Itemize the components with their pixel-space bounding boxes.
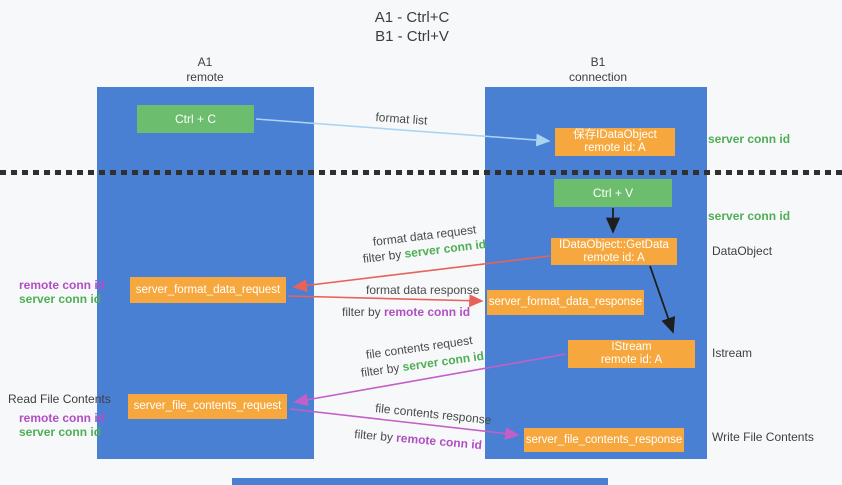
getdata-to-istream-arrow bbox=[649, 265, 676, 334]
conn-id-pair-2: remote conn id server conn id bbox=[19, 411, 105, 439]
bottom-bar bbox=[232, 478, 608, 485]
remote-conn-id-highlight: remote conn id bbox=[384, 305, 471, 319]
format-data-response-label: format data response bbox=[366, 283, 480, 297]
server-file-contents-response-box: server_file_contents_response bbox=[524, 428, 684, 452]
remote-conn-id-annotation-1: remote conn id bbox=[19, 278, 106, 292]
server-file-contents-request-box: server_file_contents_request bbox=[128, 394, 287, 419]
ctrl-v-box: Ctrl + V bbox=[554, 179, 672, 207]
istream-box: IStream remote id: A bbox=[568, 340, 695, 368]
server-conn-id-annotation-4: server conn id bbox=[19, 425, 102, 439]
filter-by-prefix: filter by bbox=[342, 305, 385, 319]
remote-conn-id-annotation-2: remote conn id bbox=[19, 411, 106, 425]
istream-line1: IStream bbox=[611, 341, 652, 353]
server-format-data-request-box: server_format_data_request bbox=[130, 277, 286, 303]
format-data-response-arrow bbox=[287, 294, 484, 308]
server-format-data-request-label: server_format_data_request bbox=[135, 283, 281, 296]
file-contents-request-arrow bbox=[293, 353, 567, 407]
column-header-b1: B1 connection bbox=[548, 55, 648, 85]
title-line-1: A1 - Ctrl+C bbox=[374, 9, 450, 26]
format-data-request-arrow bbox=[292, 255, 551, 292]
server-conn-id-annotation-3: server conn id bbox=[19, 292, 102, 306]
column-b1-subtitle: connection bbox=[568, 70, 628, 84]
save-dataobject-line1: 保存IDataObject bbox=[573, 129, 657, 141]
ctrl-c-box: Ctrl + C bbox=[137, 105, 254, 133]
column-a1-subtitle: remote bbox=[186, 70, 224, 84]
column-b1-title: B1 bbox=[590, 55, 606, 69]
ctrl-v-label: Ctrl + V bbox=[592, 186, 634, 200]
istream-annotation: Istream bbox=[712, 346, 753, 360]
title-line-2: B1 - Ctrl+V bbox=[375, 28, 449, 45]
getdata-box: IDataObject::GetData remote id: A bbox=[551, 238, 677, 265]
column-header-a1: A1 remote bbox=[155, 55, 255, 85]
filter-by-remote-conn-id-label-1: filter by remote conn id bbox=[342, 305, 470, 319]
dataobject-annotation: DataObject bbox=[712, 244, 773, 258]
istream-line2: remote id: A bbox=[600, 354, 663, 366]
column-a1-title: A1 bbox=[197, 55, 213, 69]
file-contents-response-arrow bbox=[289, 408, 520, 440]
server-file-contents-request-label: server_file_contents_request bbox=[133, 400, 282, 412]
server-file-contents-response-label: server_file_contents_response bbox=[525, 433, 683, 446]
save-dataobject-line2: remote id: A bbox=[584, 142, 646, 154]
read-file-contents-annotation: Read File Contents bbox=[8, 392, 111, 406]
server-conn-id-annotation-1: server conn id bbox=[708, 132, 791, 146]
server-format-data-response-box: server_format_data_response bbox=[487, 290, 644, 315]
ctrl-c-label: Ctrl + C bbox=[174, 112, 216, 126]
conn-id-pair-1: remote conn id server conn id bbox=[19, 278, 105, 306]
getdata-line1: IDataObject::GetData bbox=[559, 238, 669, 251]
getdata-line2: remote id: A bbox=[583, 251, 645, 264]
diagram-title: A1 - Ctrl+C B1 - Ctrl+V bbox=[322, 8, 502, 46]
server-conn-id-annotation-2: server conn id bbox=[708, 209, 791, 223]
write-file-contents-annotation: Write File Contents bbox=[712, 430, 814, 444]
dotted-divider bbox=[0, 170, 842, 175]
format-list-arrow bbox=[255, 118, 551, 147]
save-dataobject-box: 保存IDataObject remote id: A bbox=[555, 128, 675, 156]
server-format-data-response-label: server_format_data_response bbox=[488, 296, 643, 308]
